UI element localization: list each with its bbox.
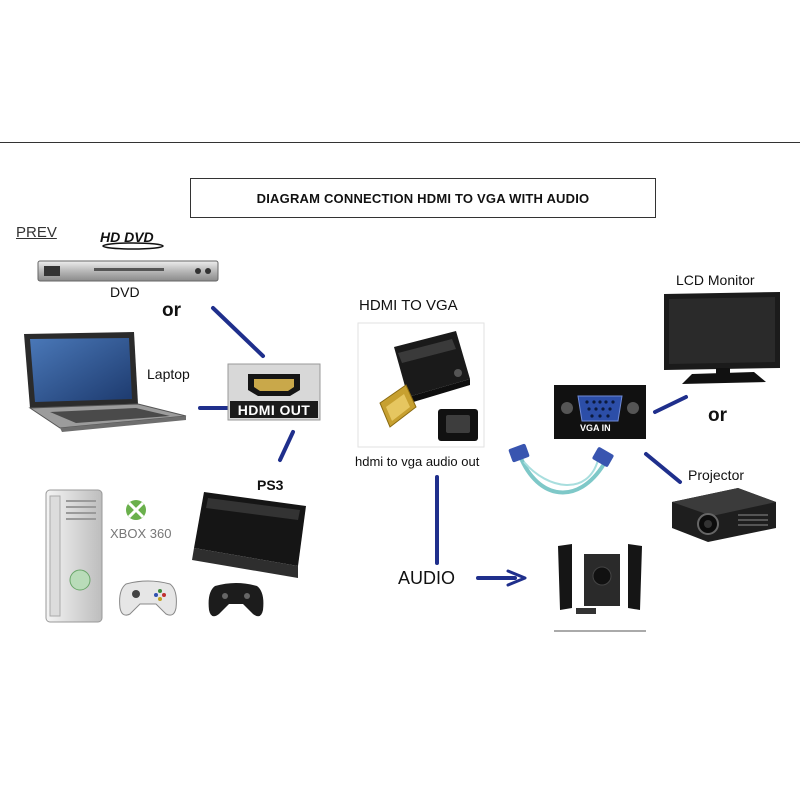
hdmi-out-port-icon — [227, 363, 321, 421]
laptop-icon — [24, 332, 187, 432]
ps3-controller-icon — [208, 583, 264, 617]
title-box: DIAGRAM CONNECTION HDMI TO VGA WITH AUDI… — [190, 178, 656, 218]
line-vga-to-monitor — [653, 395, 688, 414]
top-divider — [0, 142, 800, 143]
hd-dvd-logo-text: HD DVD — [100, 229, 154, 245]
hdmi-to-vga-heading: HDMI TO VGA — [359, 297, 458, 314]
diagram-title: DIAGRAM CONNECTION HDMI TO VGA WITH AUDI… — [256, 190, 590, 206]
hdmi-out-label: HDMI OUT — [237, 402, 311, 418]
lcd-monitor-label: LCD Monitor — [676, 272, 755, 288]
line-vga-to-projector — [644, 452, 682, 484]
adapter-caption: hdmi to vga audio out — [355, 454, 480, 469]
projector-icon — [672, 488, 776, 542]
hdmi-to-vga-adapter-icon — [357, 322, 485, 448]
vga-in-port-icon — [554, 385, 646, 439]
xbox-360-console-icon — [45, 489, 103, 623]
dvd-label: DVD — [110, 284, 140, 300]
hd-dvd-logo: HD DVD — [100, 229, 164, 250]
prev-link[interactable]: PREV — [16, 224, 57, 241]
xbox-controller-icon — [119, 580, 177, 616]
ps3-console-icon — [192, 492, 306, 578]
ps3-label: PS3 — [257, 477, 284, 493]
line-ps3-to-hdmi-out — [278, 430, 295, 462]
vga-cable-icon — [508, 443, 614, 495]
or-label-right: or — [708, 405, 727, 426]
vga-in-label: VGA IN — [580, 423, 611, 433]
line-dvd-to-hdmi-out — [211, 306, 265, 358]
xbox-360-logo: XBOX 360 — [110, 500, 171, 541]
or-label-left: or — [162, 300, 181, 321]
audio-label: AUDIO — [398, 568, 456, 588]
arrow-audio-head — [506, 569, 527, 587]
laptop-label: Laptop — [147, 366, 190, 382]
xbox-360-logo-text: XBOX 360 — [110, 526, 171, 541]
dvd-player-icon — [37, 260, 219, 282]
projector-label: Projector — [688, 467, 745, 483]
lcd-monitor-icon — [664, 292, 780, 384]
speaker-system-icon — [554, 544, 646, 632]
